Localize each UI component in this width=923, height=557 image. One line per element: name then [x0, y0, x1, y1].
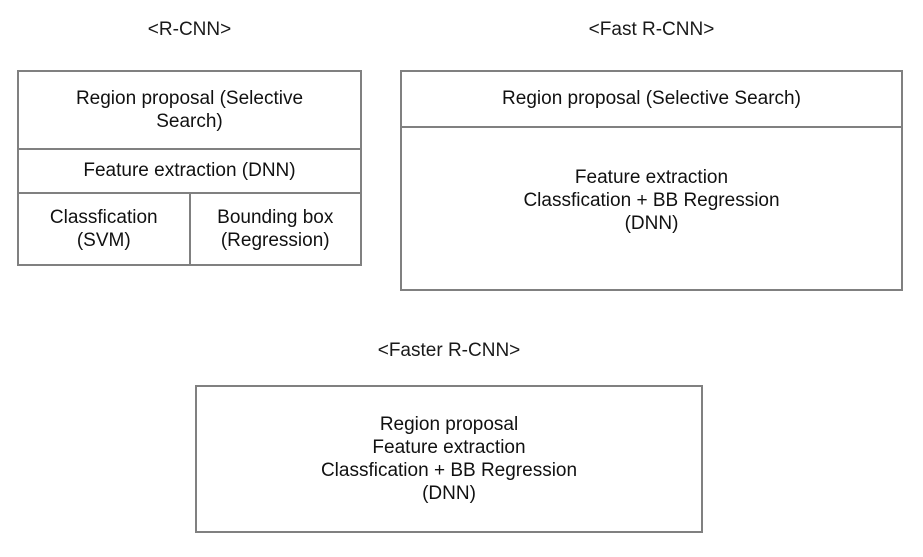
rcnn-cell-classification: Classfication (SVM): [49, 206, 158, 251]
rcnn-row-feature-extraction: Feature extraction (DNN): [19, 148, 360, 192]
rcnn-box: Region proposal (Selective Search) Featu…: [17, 70, 362, 266]
fast-rcnn-box: Region proposal (Selective Search) Featu…: [400, 70, 903, 291]
rcnn-title: <R-CNN>: [147, 19, 232, 40]
fast-rcnn-row-unified-network: Feature extraction Classfication + BB Re…: [402, 126, 901, 289]
faster-rcnn-title: <Faster R-CNN>: [377, 340, 521, 361]
rcnn-row-region-proposal: Region proposal (Selective Search): [75, 87, 304, 132]
fast-rcnn-title: <Fast R-CNN>: [588, 19, 715, 40]
fast-rcnn-row-region-proposal: Region proposal (Selective Search): [502, 88, 801, 110]
rcnn-row-heads: Classfication (SVM) Bounding box (Regres…: [19, 192, 360, 264]
faster-rcnn-row-unified-network: Region proposal Feature extraction Class…: [320, 413, 578, 505]
faster-rcnn-box: Region proposal Feature extraction Class…: [195, 385, 703, 533]
rcnn-cell-bounding-box: Bounding box (Regression): [188, 194, 361, 264]
